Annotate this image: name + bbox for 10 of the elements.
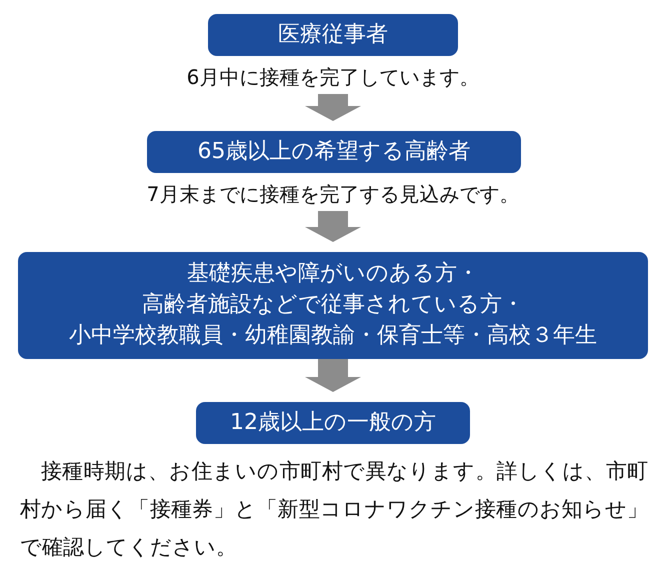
note-paragraph: 接種時期は、お住まいの市町村で異なります。詳しくは、市町村から届く「接種券」と「新型コロナワクチン接種のお知らせ」で確認してください。 (20, 458, 648, 561)
stage-note: 6月中に接種を完了しています。 (186, 64, 480, 91)
stage-note: 7月末までに接種を完了する見込みです。 (146, 181, 520, 208)
down-arrow (305, 94, 361, 121)
stage-box: 12歳以上の一般の方 (196, 402, 470, 444)
stage-box: 医療従事者 (208, 14, 458, 56)
down-arrow (305, 357, 361, 392)
stage-box: 65歳以上の希望する高齢者 (147, 131, 521, 173)
down-arrow (305, 211, 361, 242)
stage-box: 基礎疾患や障がいのある方・ 高齢者施設などで従事されている方・ 小中学校教職員・幼稚園教諭・保育士等・高校３年生 (18, 252, 648, 359)
